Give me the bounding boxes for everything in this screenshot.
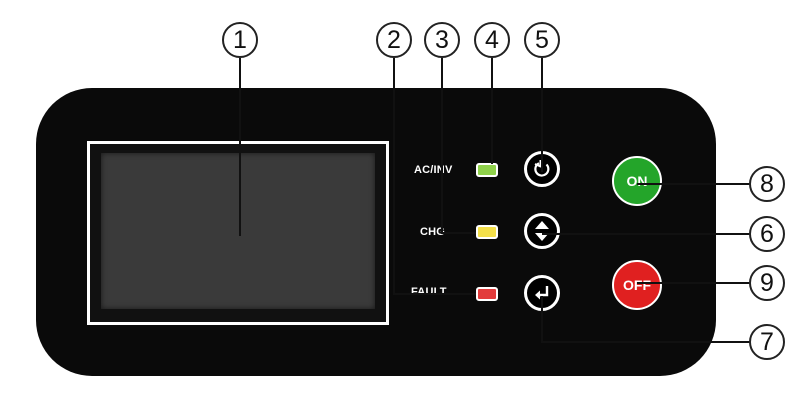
off-button[interactable]: OFF <box>612 260 662 310</box>
chg-label: CHG <box>420 226 446 238</box>
callout-4: 4 <box>474 22 510 58</box>
on-button[interactable]: ON <box>612 156 662 206</box>
refresh-icon <box>534 160 550 177</box>
enter-icon <box>535 286 549 300</box>
callout-8: 8 <box>749 166 785 202</box>
enter-button[interactable] <box>524 275 560 311</box>
up-down-arrows-icon <box>535 221 549 241</box>
callout-9: 9 <box>749 265 785 301</box>
callout-3: 3 <box>424 22 460 58</box>
callout-6: 6 <box>749 216 785 252</box>
ac-inv-label: AC/INV <box>414 164 453 176</box>
lcd-display <box>101 153 375 309</box>
up-down-button[interactable] <box>524 213 560 249</box>
callout-7: 7 <box>749 324 785 360</box>
ac-inv-led <box>476 163 498 177</box>
callout-1: 1 <box>222 22 258 58</box>
fault-label: FAULT <box>411 286 447 298</box>
callout-2: 2 <box>376 22 412 58</box>
callout-5: 5 <box>524 22 560 58</box>
chg-led <box>476 225 498 239</box>
esc-button[interactable] <box>524 151 560 187</box>
fault-led <box>476 287 498 301</box>
